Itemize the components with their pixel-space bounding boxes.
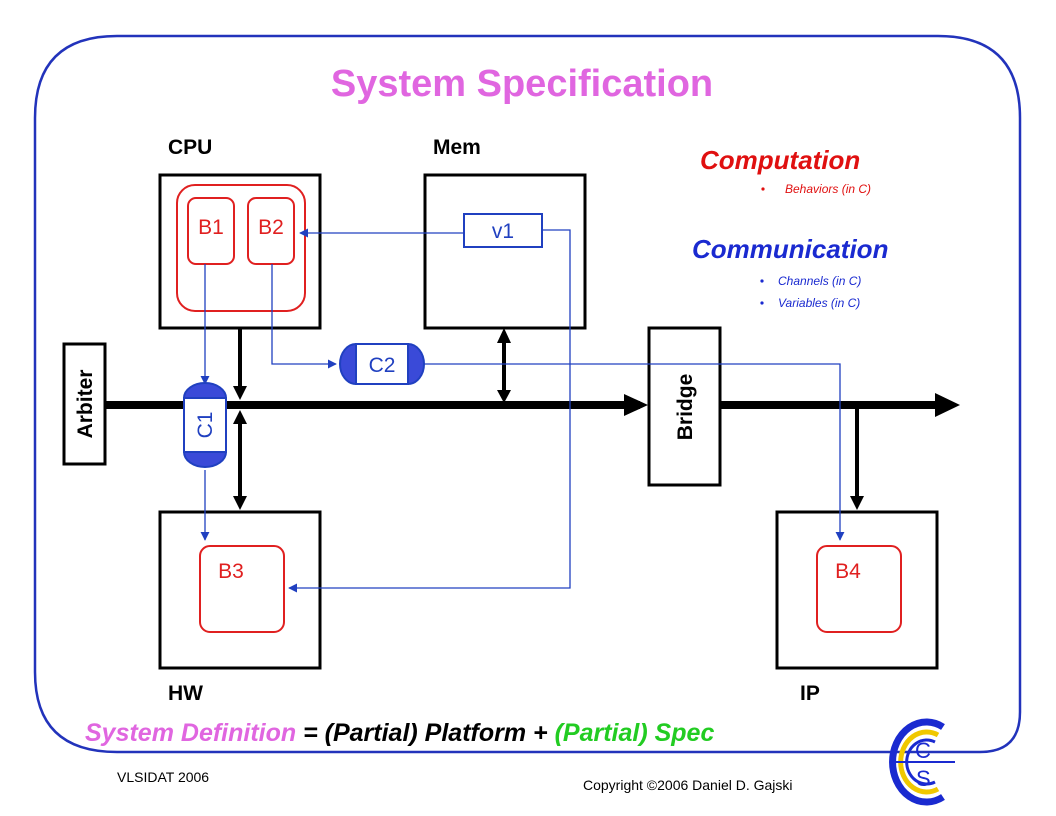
mem-label: Mem — [433, 136, 481, 159]
bridge-label: Bridge — [674, 374, 697, 441]
cpu-label: CPU — [168, 136, 212, 159]
cpu-bus-arrowhead — [233, 386, 247, 400]
behavior-b1 — [187, 197, 235, 265]
definition-part-3: (Partial) Spec — [555, 719, 715, 747]
communication-links — [200, 228, 845, 593]
mem-bus-arrowhead-down — [497, 390, 511, 403]
communication-item-0: Channels (in C) — [778, 274, 861, 288]
footer-right: Copyright ©2006 Daniel D. Gajski — [583, 777, 793, 793]
variable-v1-label: v1 — [492, 220, 514, 243]
cpu-box — [158, 173, 322, 330]
definition-part-1: System Definition — [85, 719, 296, 747]
peripheral-bus-arrowhead — [935, 393, 960, 417]
slide-frame — [33, 34, 1022, 754]
behavior-b4 — [816, 545, 902, 633]
hw-bus-arrowhead-down — [233, 496, 247, 510]
channel-c1-label: C1 — [194, 412, 217, 439]
behavior-b3 — [199, 545, 285, 633]
ip-label: IP — [800, 682, 820, 705]
arbiter-label: Arbiter — [74, 370, 97, 439]
computation-item-0: Behaviors (in C) — [785, 182, 871, 196]
cecs-logo: C S — [889, 718, 955, 806]
communication-bullet-1 — [760, 301, 764, 305]
cpu-behavior-container — [176, 184, 306, 312]
logo-letter-s: S — [916, 766, 931, 791]
arbiter-box — [62, 342, 107, 466]
system-definition: System Definition = (Partial) Platform +… — [85, 719, 714, 747]
logo-letter-c: C — [915, 738, 931, 763]
behavior-b1-label: B1 — [198, 216, 224, 239]
ip-bus-arrowhead — [850, 496, 864, 510]
computation-bullet — [761, 187, 765, 191]
mem-bus-arrowhead-up — [497, 328, 511, 343]
communication-item-1: Variables (in C) — [778, 296, 860, 310]
system-bus-arrowhead — [624, 394, 648, 416]
definition-part-2: = (Partial) Platform + — [296, 719, 554, 747]
behavior-b2-label: B2 — [258, 216, 284, 239]
hw-bus-arrowhead-up — [233, 410, 247, 424]
communication-bullet-0 — [760, 279, 764, 283]
hw-label: HW — [168, 682, 203, 705]
channel-c1: C1 — [182, 382, 228, 468]
behavior-b4-label: B4 — [835, 560, 861, 583]
footer-left: VLSIDAT 2006 — [117, 769, 209, 785]
slide-title: System Specification — [331, 63, 713, 105]
channel-c2-label: C2 — [369, 354, 396, 377]
variable-v1 — [463, 213, 543, 248]
behavior-b3-label: B3 — [218, 560, 244, 583]
mem-box — [423, 173, 587, 330]
behavior-b2 — [247, 197, 295, 265]
communication-heading: Communication — [692, 234, 888, 264]
computation-heading: Computation — [700, 145, 860, 175]
channel-c2: C2 — [339, 342, 425, 386]
